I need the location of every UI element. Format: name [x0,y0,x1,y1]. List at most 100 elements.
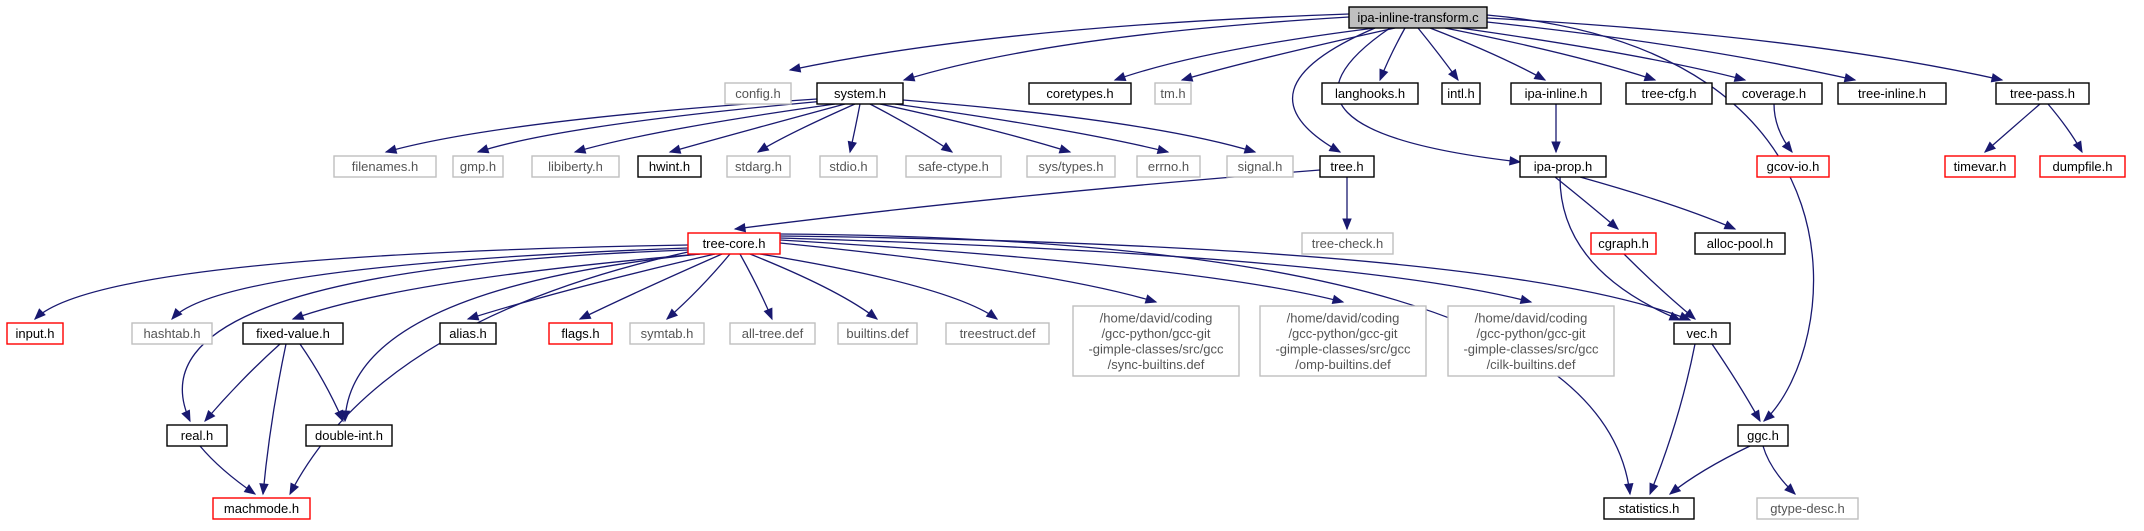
graph-node-all-tree-def: all-tree.def [729,322,816,345]
graph-node-dumpfile-h[interactable]: dumpfile.h [2039,155,2126,178]
graph-node-timevar-h[interactable]: timevar.h [1944,155,2016,178]
graph-node-tree-core-h[interactable]: tree-core.h [687,232,781,255]
node-label-line: all-tree.def [742,326,804,341]
graph-node-tree-inline-h[interactable]: tree-inline.h [1837,82,1947,105]
graph-node-hwint-h[interactable]: hwint.h [637,155,702,178]
node-label: tm.h [1160,86,1185,101]
node-box [1694,232,1786,255]
edge-line [385,98,818,153]
node-label: /home/david/coding/gcc-python/gcc-git-gi… [1275,310,1411,372]
node-label-line: stdarg.h [735,159,782,174]
edge-n0-to-n11 [1486,17,2004,83]
edge-arrowhead [1551,141,1561,154]
graph-node-ipa-prop-h[interactable]: ipa-prop.h [1519,155,1607,178]
node-label: sys/types.h [1038,159,1103,174]
graph-node-coverage-h[interactable]: coverage.h [1725,82,1823,105]
node-label-line: builtins.def [846,326,909,341]
node-box [212,497,311,520]
edge-arrowhead [756,142,770,153]
graph-node-tree-h[interactable]: tree.h [1319,155,1375,178]
edge-line [1114,27,1376,81]
edge-line [779,239,1344,303]
node-label: tree-core.h [703,236,766,251]
node-box [1319,155,1375,178]
edge-n27-to-n35 [578,253,723,320]
node-box [1028,82,1132,105]
edge-n0-to-n1 [788,13,1350,73]
edge-n33-to-n45 [299,343,344,423]
node-box [452,155,504,178]
node-box [1995,82,2090,105]
node-label: /home/david/coding/gcc-python/gcc-git-gi… [1088,310,1224,372]
graph-node-gcov-io-h[interactable]: gcov-io.h [1756,155,1830,178]
node-label: ipa-inline-transform.c [1357,10,1479,25]
edge-arrowhead [476,144,490,154]
edge-n9-to-n24 [1773,103,1793,154]
node-box [629,322,705,345]
node-box [687,232,781,255]
graph-node-alias-h[interactable]: alias.h [439,322,497,345]
graph-node-ggc-h[interactable]: ggc.h [1737,424,1789,447]
graph-node-coretypes-h[interactable]: coretypes.h [1028,82,1132,105]
node-label: hashtab.h [143,326,200,341]
edge-line [1669,445,1751,495]
node-label-line: ipa-prop.h [1534,159,1593,174]
edge-arrowhead [1781,140,1793,154]
graph-node-flags-h[interactable]: flags.h [548,322,613,345]
node-box [905,155,1002,178]
graph-node-ipa-inline-transform-c[interactable]: ipa-inline-transform.c [1348,6,1488,29]
graph-node-vec-h[interactable]: vec.h [1673,322,1731,345]
node-label-line: hwint.h [649,159,690,174]
node-label: alias.h [449,326,487,341]
graph-node-input-h[interactable]: input.h [6,322,64,345]
graph-node-intl-h[interactable]: intl.h [1441,82,1481,105]
node-label-line: /gcc-python/gcc-git [1288,326,1397,341]
node-box [2039,155,2126,178]
graph-node-double-int-h[interactable]: double-int.h [305,424,393,447]
graph-node-system-h[interactable]: system.h [816,82,904,105]
edge-n27-to-n39 [759,253,999,320]
graph-node-tree-pass-h[interactable]: tree-pass.h [1995,82,2090,105]
edge-n11-to-n25 [1983,103,2041,153]
edge-arrowhead [1180,72,1194,82]
graph-node-errno-h: errno.h [1136,155,1201,178]
graph-node-real-h[interactable]: real.h [166,424,228,447]
node-label-line: cgraph.h [1598,236,1649,251]
edge-arrowhead [171,308,183,321]
node-label-line: langhooks.h [1335,86,1405,101]
node-label-line: /gcc-python/gcc-git [1476,326,1585,341]
node-box [1603,497,1695,520]
node-label-line: alloc-pool.h [1707,236,1774,251]
node-label: safe-ctype.h [918,159,989,174]
edge-arrowhead [1624,483,1634,496]
node-box [724,82,792,105]
graph-node-alloc-pool-h[interactable]: alloc-pool.h [1694,232,1786,255]
edge-n0-to-n47 [1486,14,1815,422]
edge-line [34,244,689,320]
graph-node-fixed-value-h[interactable]: fixed-value.h [242,322,344,345]
graph-node-statistics-h[interactable]: statistics.h [1603,497,1695,520]
graph-node-tree-cfg-h[interactable]: tree-cfg.h [1625,82,1713,105]
edge-arrowhead [1683,308,1697,320]
node-label-line: machmode.h [224,501,299,516]
edge-line [739,253,773,320]
edge-n22-to-n27 [733,169,1321,233]
node-label-line: timevar.h [1954,159,2007,174]
graph-node-langhooks-h[interactable]: langhooks.h [1321,82,1419,105]
graph-node-ipa-inline-h[interactable]: ipa-inline.h [1510,82,1602,105]
edge-n23-to-n30 [1579,176,1737,230]
edge-arrowhead [1379,68,1389,82]
edge-arrowhead [1144,294,1158,304]
node-label-line: ggc.h [1747,428,1779,443]
node-label: treestruct.def [960,326,1036,341]
node-label-line: /sync-builtins.def [1108,357,1205,372]
node-box [1301,232,1394,255]
edge-arrowhead [291,310,305,320]
node-box [1590,232,1657,255]
node-box [1944,155,2016,178]
node-label: symtab.h [641,326,694,341]
graph-node-cgraph-h[interactable]: cgraph.h [1590,232,1657,255]
edge-n27-to-n41 [779,239,1345,304]
graph-node-machmode-h[interactable]: machmode.h [212,497,311,520]
graph-node-hashtab-h: hashtab.h [131,322,213,345]
